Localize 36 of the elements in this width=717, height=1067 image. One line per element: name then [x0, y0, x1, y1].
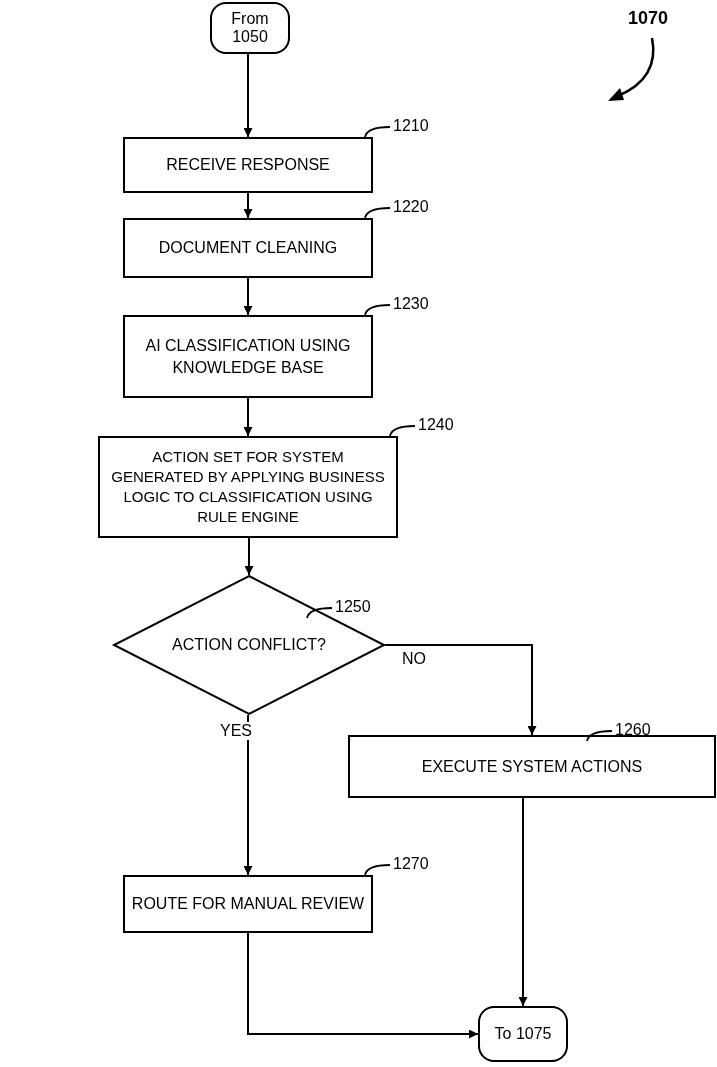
process-box: [123, 137, 373, 193]
reference-number: 1270: [393, 855, 429, 873]
node-text: From 1050: [230, 10, 270, 46]
terminal: [478, 1006, 568, 1062]
arrow: [243, 277, 253, 316]
process-box: [348, 735, 716, 798]
decision-diamond: [113, 575, 385, 715]
reference-number: 1260: [615, 721, 651, 739]
arrow: [244, 537, 254, 576]
arrow: [243, 53, 253, 138]
node-text: To 1075: [494, 1025, 552, 1043]
node-text: EXECUTE SYSTEM ACTIONS: [421, 756, 643, 777]
edge-label: YES: [218, 722, 254, 740]
arrow: [384, 644, 537, 736]
node-text: ACTION CONFLICT?: [172, 636, 326, 654]
reference-number: 1070: [628, 8, 669, 29]
terminal: [210, 2, 290, 54]
arrow: [518, 797, 528, 1007]
node-text: ROUTE FOR MANUAL REVIEW: [131, 894, 365, 915]
arrow: [243, 192, 253, 219]
reference-number: 1210: [393, 117, 429, 135]
reference-number: 1240: [418, 416, 454, 434]
reference-number: 1250: [335, 598, 371, 616]
node-text: RECEIVE RESPONSE: [166, 155, 330, 176]
arrow: [247, 932, 479, 1039]
process-box: [123, 875, 373, 933]
arrow: [243, 397, 253, 437]
process-box: [98, 436, 398, 538]
process-box: [123, 218, 373, 278]
node-text: AI CLASSIFICATION USING KNOWLEDGE BASE: [144, 335, 352, 378]
node-text: ACTION SET FOR SYSTEM GENERATED BY APPLYING BUSINESS LOGIC TO CLASSIFICATION USING RULE ENGINE: [110, 446, 386, 528]
node-text: DOCUMENT CLEANING: [158, 238, 338, 259]
reference-number: 1220: [393, 198, 429, 216]
arrow: [243, 714, 253, 876]
reference-number: 1230: [393, 295, 429, 313]
process-box: [123, 315, 373, 398]
